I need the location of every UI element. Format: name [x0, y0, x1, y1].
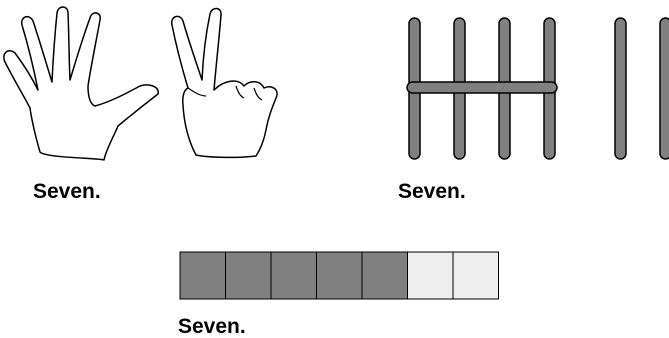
- frame-caption: Seven.: [178, 316, 246, 337]
- frame-cell-filled: [317, 252, 363, 299]
- frame-cell-empty: [408, 252, 454, 299]
- frame-cell-empty: [453, 252, 499, 299]
- frame-cell-filled: [180, 252, 226, 299]
- frame-cell-filled: [362, 252, 408, 299]
- frame-cell-filled: [271, 252, 317, 299]
- frame-cell-filled: [226, 252, 272, 299]
